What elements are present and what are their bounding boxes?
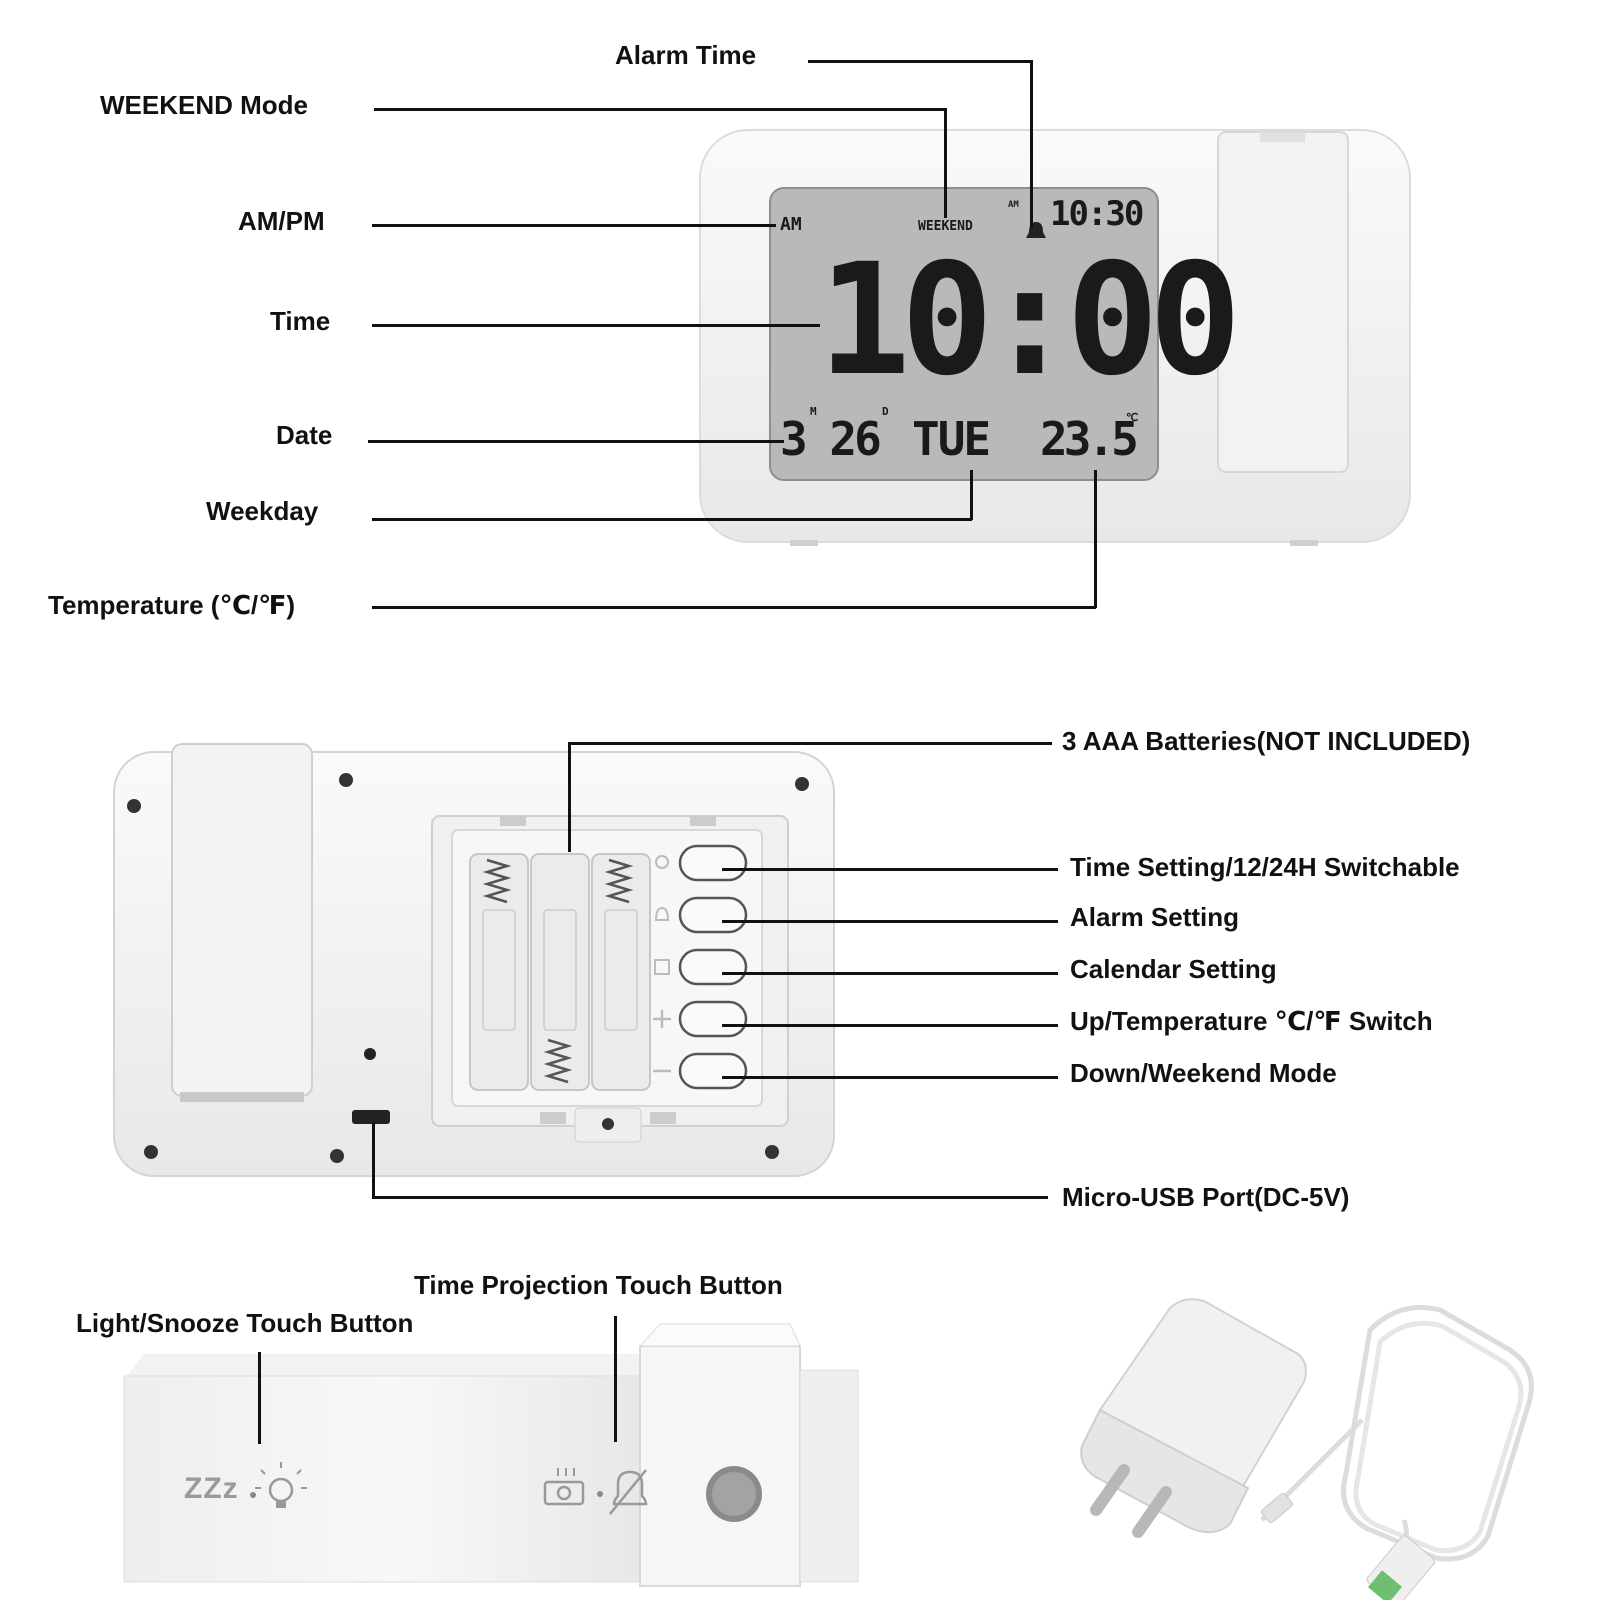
lcd-temperature: 23.5 [1040,412,1139,466]
leader-line [372,1122,375,1198]
label-date: Date [276,420,333,450]
lcd-weekend-indicator: WEEKEND [918,219,973,234]
leader-line [258,1352,261,1444]
label-snooze-button: Light/Snooze Touch Button [76,1308,414,1338]
label-batteries: 3 AAA Batteries(NOT INCLUDED) [1062,726,1471,756]
leader-line [372,224,776,227]
lcd-am-indicator: AM [780,214,802,235]
leader-line [722,1024,1058,1027]
projector-icon [543,1468,585,1506]
battery-slots [469,853,651,1091]
leader-line [722,868,1058,871]
label-weekday: Weekday [206,496,319,526]
lcd-day-mark: D [882,405,889,418]
alarm-off-icon [609,1469,648,1515]
label-am-pm: AM/PM [238,206,325,236]
lcd-temp-unit: ℃ [1126,411,1139,424]
snooze-icon: ZZz [184,1472,239,1505]
label-alarm-setting: Alarm Setting [1070,902,1240,932]
label-up-temperature: Up/Temperature ℃/℉ Switch [1070,1006,1433,1036]
light-bulb-icon [255,1462,307,1508]
label-projection-button: Time Projection Touch Button [414,1270,783,1300]
leader-line [722,972,1058,975]
leader-line [568,742,1052,745]
leader-line [372,606,1096,609]
leader-line [374,108,946,111]
label-usb-port: Micro-USB Port(DC-5V) [1062,1182,1350,1212]
leader-line [368,440,784,443]
clock-front [699,129,1411,546]
clock-side [123,1323,859,1587]
lcd-alarm-time: 10:30 [1050,194,1144,234]
leader-line [970,470,973,520]
label-alarm-time: Alarm Time [615,40,757,70]
label-calendar-setting: Calendar Setting [1070,954,1277,984]
label-down-weekend: Down/Weekend Mode [1070,1058,1337,1088]
lcd-month-mark: M [810,405,817,418]
calendar-icon [654,959,670,975]
lcd-main-time: 10:00 [818,231,1242,410]
label-time: Time [270,306,331,336]
leader-line [808,60,1032,63]
lcd-weekday: TUE [912,412,991,466]
leader-line [614,1316,617,1442]
leader-line [944,108,947,218]
label-weekend-mode: WEEKEND Mode [100,90,308,120]
lcd-date: 3 26 [780,412,882,466]
lcd-alarm-am: AM [1008,200,1019,210]
bell-icon [654,906,670,921]
usb-charger [1080,1298,1307,1538]
leader-line [372,518,972,521]
leader-line [1094,470,1097,608]
label-temperature: Temperature (℃/℉) [48,590,296,620]
lcd-screen [769,187,1159,481]
label-time-setting: Time Setting/12/24H Switchable [1070,852,1460,882]
leader-line [722,1076,1058,1079]
setting-buttons [653,844,748,1090]
leader-line [568,742,571,852]
leader-line [372,324,820,327]
usb-cable [1260,1305,1534,1600]
plus-icon [653,1010,671,1028]
leader-line [372,1196,1048,1199]
leader-line [722,920,1058,923]
clock-icon [655,855,669,869]
leader-line [1030,60,1033,228]
usb-port [352,1110,390,1124]
clock-back [113,743,835,1177]
